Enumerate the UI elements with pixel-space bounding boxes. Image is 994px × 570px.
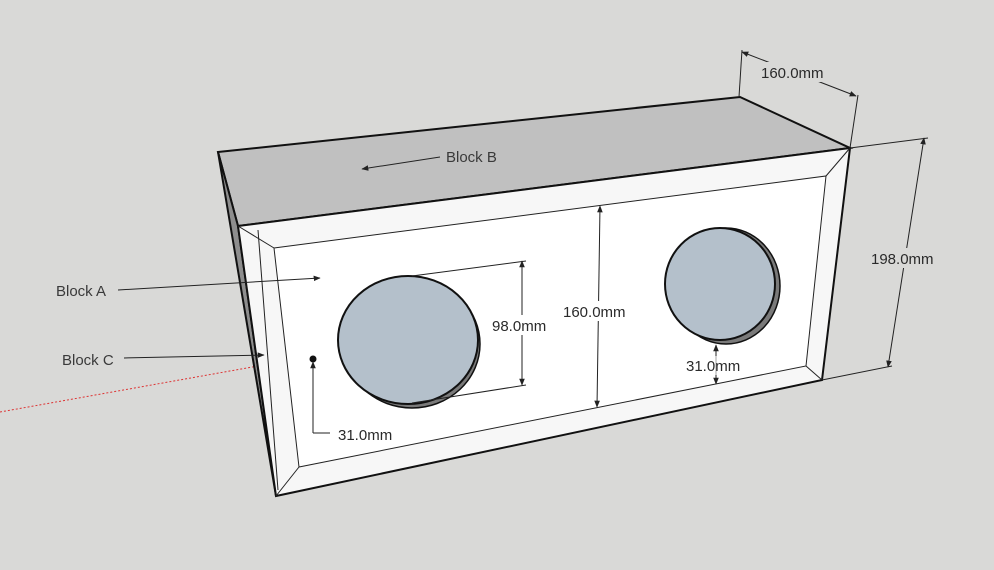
hole-diameter-label-bg [490, 315, 554, 335]
bevel-line [825, 147, 851, 177]
offset-point [309, 355, 317, 363]
red-axis-line [0, 365, 259, 413]
right-offset-label-bg [685, 356, 749, 375]
hole-extension [411, 260, 527, 277]
hole-extension [411, 384, 527, 404]
bevel-line [237, 225, 275, 249]
hole-diameter-dimension-label: 98.0mm [492, 318, 546, 335]
block-a-leader [117, 275, 321, 291]
depth-label-bg [757, 62, 829, 82]
bevel-line [805, 365, 823, 381]
block-c-leader [123, 352, 265, 359]
depth-dimension-label: 160.0mm [761, 65, 824, 82]
depth-extension [849, 94, 859, 149]
left-speaker-hole[interactable] [337, 275, 481, 409]
outer-height-dimension-label: 198.0mm [871, 251, 934, 268]
block-b-leader [361, 156, 441, 171]
edge-line [257, 229, 279, 491]
height-extension [849, 137, 929, 149]
depth-extension [738, 49, 743, 98]
block-a-label: Block A [56, 283, 106, 300]
bevel-line [275, 466, 300, 497]
height-extension [821, 365, 893, 381]
right-offset-dimension-label: 31.0mm [686, 358, 740, 375]
left-offset-dimension-label: 31.0mm [338, 427, 392, 444]
right-speaker-hole[interactable] [664, 227, 781, 345]
inner-height-label-bg [562, 301, 634, 321]
outer-height-label-bg [868, 248, 940, 268]
inner-height-dimension-label: 160.0mm [563, 304, 626, 321]
block-b-label: Block B [446, 149, 497, 166]
block-c-label: Block C [62, 352, 114, 369]
